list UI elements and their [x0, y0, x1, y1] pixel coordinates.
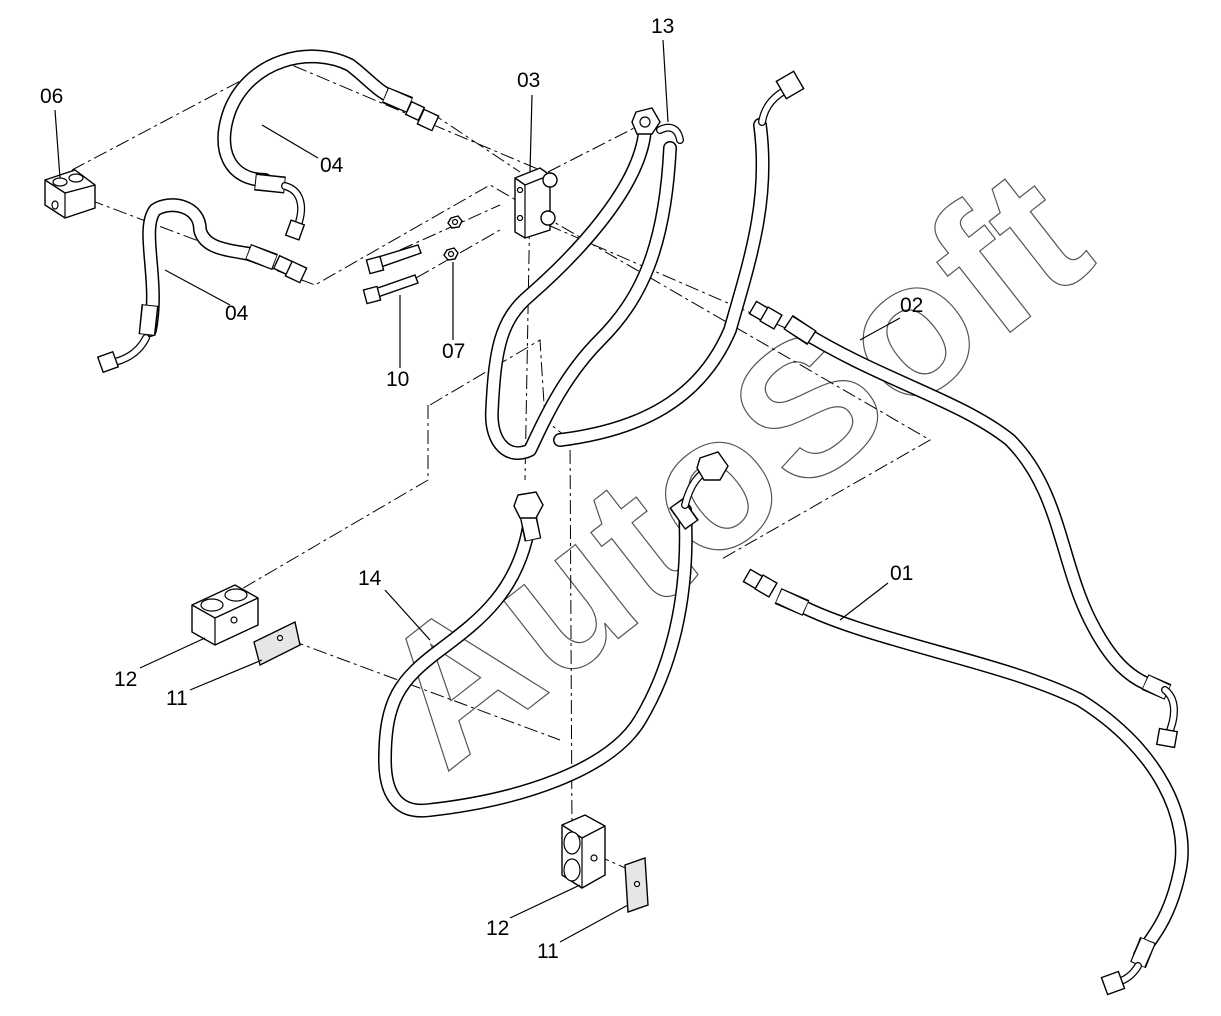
label-12-left: 12	[114, 668, 137, 691]
label-13: 13	[651, 15, 674, 38]
label-06: 06	[40, 85, 63, 108]
nuts-07	[443, 215, 463, 261]
hose-01	[742, 568, 1189, 996]
label-10: 10	[386, 368, 409, 391]
label-03: 03	[517, 69, 540, 92]
hose-02	[748, 300, 1179, 749]
plate-11-left	[253, 620, 301, 667]
label-01: 01	[890, 562, 913, 585]
block-03	[514, 167, 558, 239]
hose-14	[378, 451, 729, 818]
leader-lines	[54, 39, 901, 943]
block-12-left	[191, 584, 259, 646]
bolts-10	[362, 244, 422, 305]
label-14: 14	[358, 567, 382, 590]
callout-labels: 06 04 04 03 13 10 07 02 01 14 12 11 12 1…	[40, 15, 923, 963]
label-02: 02	[900, 294, 923, 317]
fitting-13	[631, 107, 684, 144]
hose-04-bottom	[96, 198, 308, 374]
plate-11-bottom	[624, 857, 649, 913]
hose-13	[484, 123, 677, 460]
label-04-top: 04	[320, 154, 344, 177]
label-12-bottom: 12	[486, 917, 509, 940]
block-12-bottom	[561, 814, 606, 889]
hose-03-lower	[553, 70, 805, 447]
label-07: 07	[442, 340, 465, 363]
label-11-bottom: 11	[537, 940, 559, 963]
hose-04-top	[217, 49, 440, 241]
label-04-bottom: 04	[225, 302, 249, 325]
block-06	[44, 169, 96, 219]
label-11-left: 11	[166, 687, 188, 710]
